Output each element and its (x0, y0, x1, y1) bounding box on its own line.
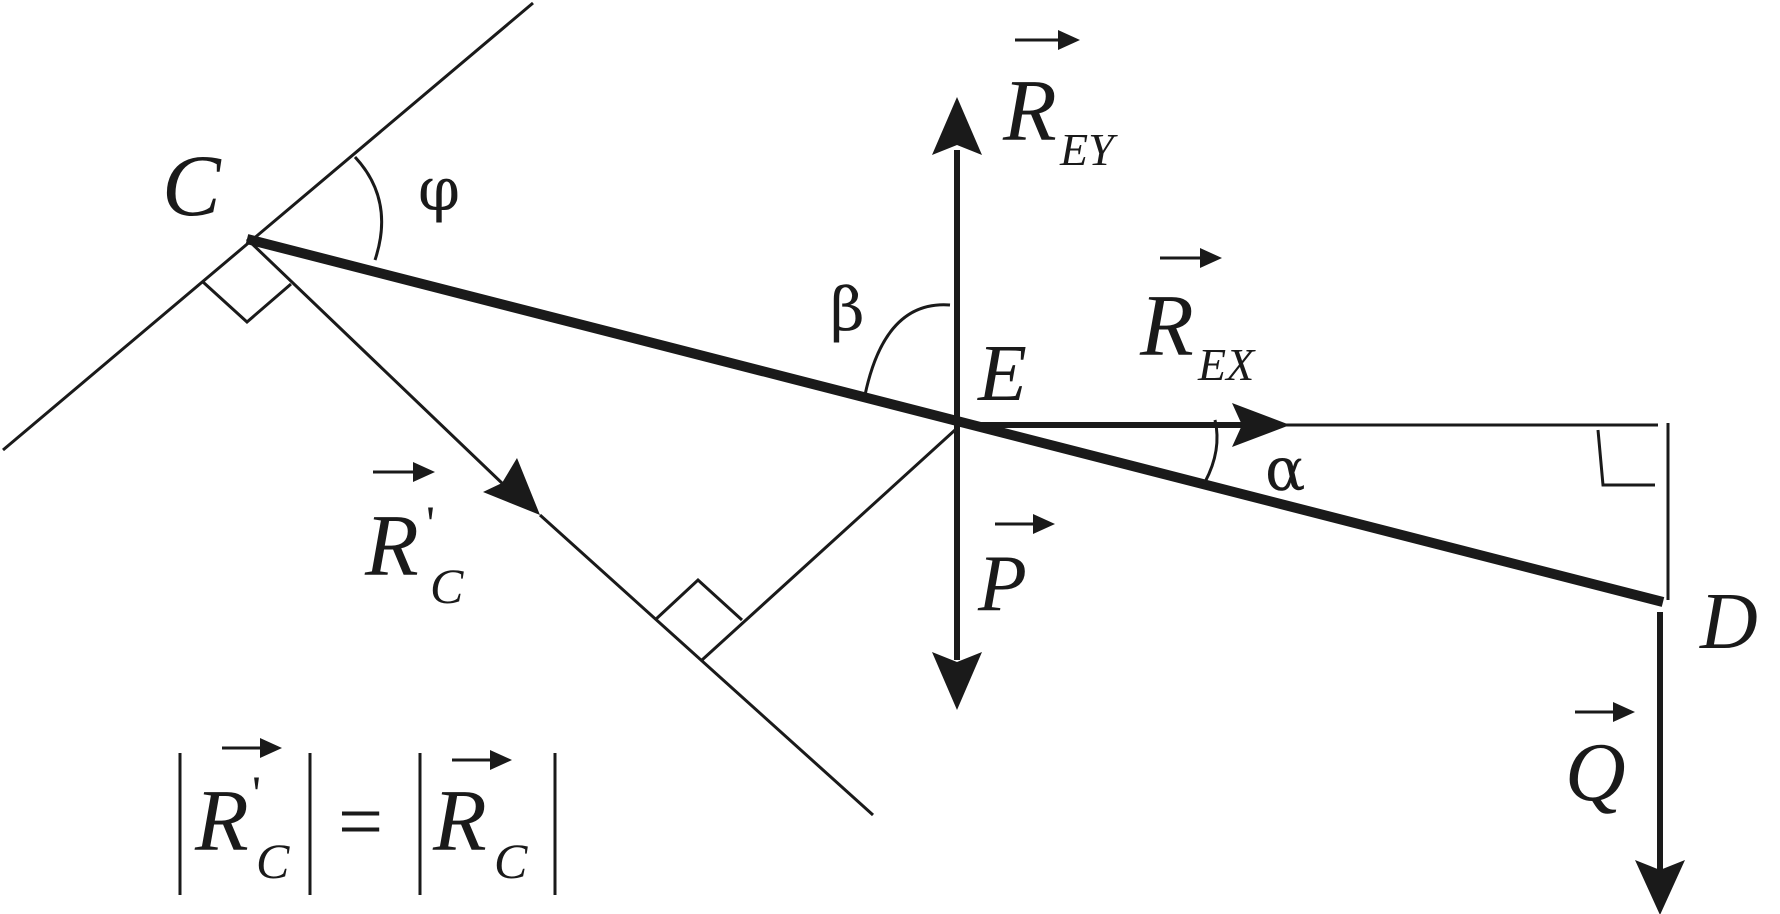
magnitude-equation: R ' C = R C (178, 738, 557, 895)
Q-vector-arrow-icon (1613, 702, 1635, 722)
R_EY-arrowhead (932, 97, 982, 155)
point-E-label: E (977, 330, 1027, 418)
reaction-line-C (245, 237, 507, 488)
angle-phi-label: φ (418, 155, 460, 225)
R_C_prime-label: R ' C (364, 462, 464, 614)
Q-main: Q (1565, 726, 1626, 819)
R_EX-label: R EX (1139, 248, 1256, 390)
P-vector-arrow-icon (1033, 514, 1055, 534)
R_C_prime-prime: ' (426, 495, 435, 551)
right-angle-mark-C (201, 280, 292, 325)
angle-phi-arc (353, 155, 384, 261)
P-label: P (977, 514, 1055, 628)
P-arrowhead (932, 652, 982, 710)
R_EX-vector-arrow-icon (1200, 248, 1222, 268)
eq-lhs-sub: C (256, 833, 290, 889)
eq-rhs-vector-arrow-icon (490, 750, 512, 770)
R_EY-main: R (1002, 63, 1057, 160)
eq-rhs-sub: C (494, 833, 528, 889)
inclined-support-line (2, 1, 534, 452)
R_EY-vector-arrow-icon (1058, 30, 1080, 50)
R_EY-sub: EY (1059, 124, 1118, 175)
R_EX-arrowhead (1232, 403, 1290, 447)
point-D-label: D (1699, 578, 1758, 666)
eq-rhs-main: R (432, 773, 487, 870)
reaction-line-C-extension (538, 513, 875, 817)
R_EX-main: R (1139, 278, 1194, 375)
R_C_prime-vector-arrow-icon (413, 462, 435, 482)
perpendicular-E (700, 428, 957, 662)
eq-equals: = (338, 778, 383, 866)
R_C_prime-sub: C (430, 558, 464, 614)
angle-alpha-arc (1203, 419, 1219, 483)
reaction-C-arrowhead (483, 458, 540, 515)
angle-beta-arc (863, 303, 951, 396)
right-angle-mark-D (1596, 429, 1655, 487)
R_C_prime-main: R (364, 498, 419, 595)
point-C-label: C (162, 138, 222, 235)
eq-lhs-main: R (194, 773, 249, 870)
R_EX-sub: EX (1197, 339, 1256, 390)
right-angle-mark-foot (653, 577, 744, 622)
Q-arrowhead (1635, 860, 1685, 914)
angle-alpha-label: α (1265, 435, 1306, 505)
Q-label: Q (1565, 702, 1635, 819)
eq-lhs-prime: ' (252, 765, 261, 821)
R_EY-label: R EY (1002, 30, 1118, 175)
eq-lhs-vector-arrow-icon (260, 738, 282, 758)
angle-beta-label: β (830, 275, 865, 345)
P-main: P (977, 540, 1027, 628)
